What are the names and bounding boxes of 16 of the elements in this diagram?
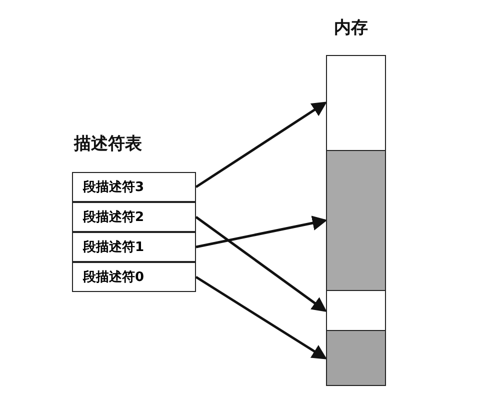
memory-segment [326, 150, 386, 291]
descriptor-row: 段描述符1 [72, 232, 196, 262]
descriptor-table [72, 132, 196, 293]
arrow [196, 216, 328, 248]
arrow [195, 216, 328, 312]
memory-segment [326, 330, 386, 386]
table-heading: 描述符表 [74, 133, 142, 155]
descriptor-row: 段描述符0 [72, 262, 196, 292]
arrow [195, 102, 328, 188]
descriptor-row: 段描述符3 [72, 172, 196, 202]
table-heading: 内存 [334, 17, 368, 39]
descriptor-row: 段描述符2 [72, 202, 196, 232]
memory-segment [326, 55, 386, 151]
arrow [195, 276, 328, 360]
memory-segment [326, 290, 386, 331]
memory-column [326, 16, 386, 386]
